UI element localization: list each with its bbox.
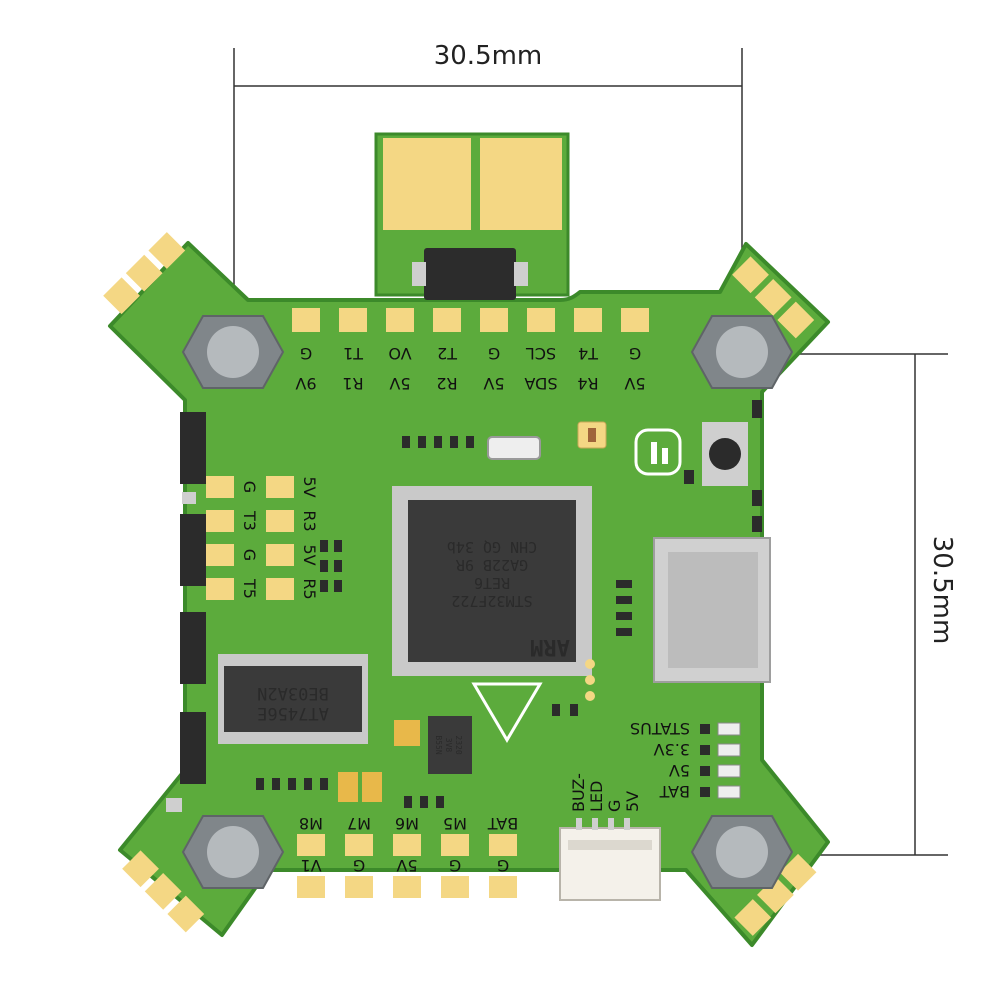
pad-label: T2 [437, 344, 458, 363]
test-points [585, 659, 595, 701]
power-pad-left [383, 138, 471, 230]
power-pad-right [480, 138, 562, 230]
regulator-chip: 3V8 2320 B55N [428, 716, 472, 774]
right-edge-components [684, 400, 762, 532]
regulator-text-line: 2320 [454, 735, 463, 754]
top-pads [292, 308, 649, 332]
pad-label: SCL [526, 344, 556, 363]
pad-label: 5V [396, 856, 417, 875]
top-pad-labels-lower: 9V R1 5V R2 5V SDA R4 5V [295, 374, 645, 393]
pad-label: G [240, 549, 259, 561]
capacitors [338, 720, 420, 802]
pad-label: R1 [342, 374, 363, 393]
boot-button [702, 422, 748, 486]
crystal [487, 436, 541, 460]
pad-label: M7 [347, 814, 371, 833]
horizontal-dimension-label: 30.5mm [434, 41, 543, 71]
connector-label: BUZ- [569, 773, 588, 812]
left-pads [206, 476, 294, 600]
osd-chip: AT7456E BE03A2N [218, 654, 368, 744]
pad-label: 5V [389, 374, 410, 393]
pad-label: 5V [483, 374, 504, 393]
bottom-pad-labels-upper: M8 M7 M6 M5 BAT [299, 814, 518, 833]
pad-label: R3 [300, 510, 319, 531]
pad-label: G [629, 344, 641, 363]
connector-label: 5V [623, 791, 642, 812]
pad-label: 5V [300, 544, 319, 565]
pad-label: T3 [240, 510, 259, 531]
led-label: STATUS [630, 719, 690, 738]
standoff-top-right [690, 315, 794, 389]
mcu-chip: STM32F722 RET6 GA22B 9R CHN GQ 34b ARM [392, 486, 592, 676]
standoff-bottom-right [690, 815, 794, 889]
pad-label: G [300, 344, 312, 363]
osd-text-line: BE03A2N [257, 683, 329, 703]
regulator-text-line: 3V8 [444, 738, 453, 753]
top-pad-labels-upper: G T1 VO T2 G SCL T4 G [300, 344, 641, 363]
standoff-top-left [181, 315, 285, 389]
pad-label: R5 [300, 578, 319, 599]
mcu-text-line: STM32F722 [451, 592, 532, 610]
led-labels: STATUS 3.3V 5V BAT [630, 719, 690, 801]
pad-label: G [240, 481, 259, 493]
pad-label: G [497, 856, 509, 875]
pad-label: 5V [624, 374, 645, 393]
left-edge-components [166, 412, 206, 812]
usb-connector [653, 537, 771, 683]
pad-label: R4 [577, 374, 598, 393]
connector-label: LED [587, 781, 606, 812]
pad-label: G [353, 856, 365, 875]
arm-logo: ARM [530, 634, 570, 659]
pad-label: M8 [299, 814, 323, 833]
buzzer-connector [559, 818, 661, 901]
led-label: 3.3V [654, 740, 690, 759]
orientation-arrow-icon [471, 682, 543, 743]
brand-logo-icon [634, 428, 682, 476]
pad-label: BAT [488, 814, 519, 833]
pad-label: M5 [443, 814, 467, 833]
left-pad-labels: G T3 G T5 5V R3 5V R5 [240, 476, 319, 599]
pad-label: T5 [240, 578, 259, 599]
regulator-text-line: B55N [434, 735, 443, 754]
pad-label: VO [388, 344, 411, 363]
standoff-bottom-left [181, 815, 285, 889]
led-label: BAT [659, 782, 690, 801]
passive-components [256, 436, 632, 808]
led-label: 5V [669, 761, 690, 780]
vertical-dimension-label: 30.5mm [927, 536, 957, 645]
pad-label: G [488, 344, 500, 363]
diode [424, 248, 516, 300]
connector-labels: BUZ- LED G 5V [569, 773, 642, 812]
bottom-pad-labels-lower: V1 G 5V G G [300, 856, 509, 875]
osd-text-line: AT7456E [257, 703, 329, 723]
mcu-text-line: RET6 [474, 574, 510, 592]
bottom-pads [297, 834, 517, 898]
pad-label: T4 [578, 344, 599, 363]
pad-label: SDA [524, 374, 557, 393]
pad-label: M6 [395, 814, 419, 833]
pad-label: T1 [343, 344, 364, 363]
pad-label: V1 [300, 856, 321, 875]
mcu-text-line: CHN GQ 34b [447, 538, 537, 556]
status-leds [700, 722, 741, 799]
power-tab [374, 132, 570, 297]
pad-label: R2 [436, 374, 457, 393]
connector-label: G [605, 800, 624, 812]
pad-label: 5V [300, 476, 319, 497]
pad-label: 9V [295, 374, 316, 393]
pad-label: G [449, 856, 461, 875]
mcu-text-line: GA22B 9R [455, 556, 528, 574]
